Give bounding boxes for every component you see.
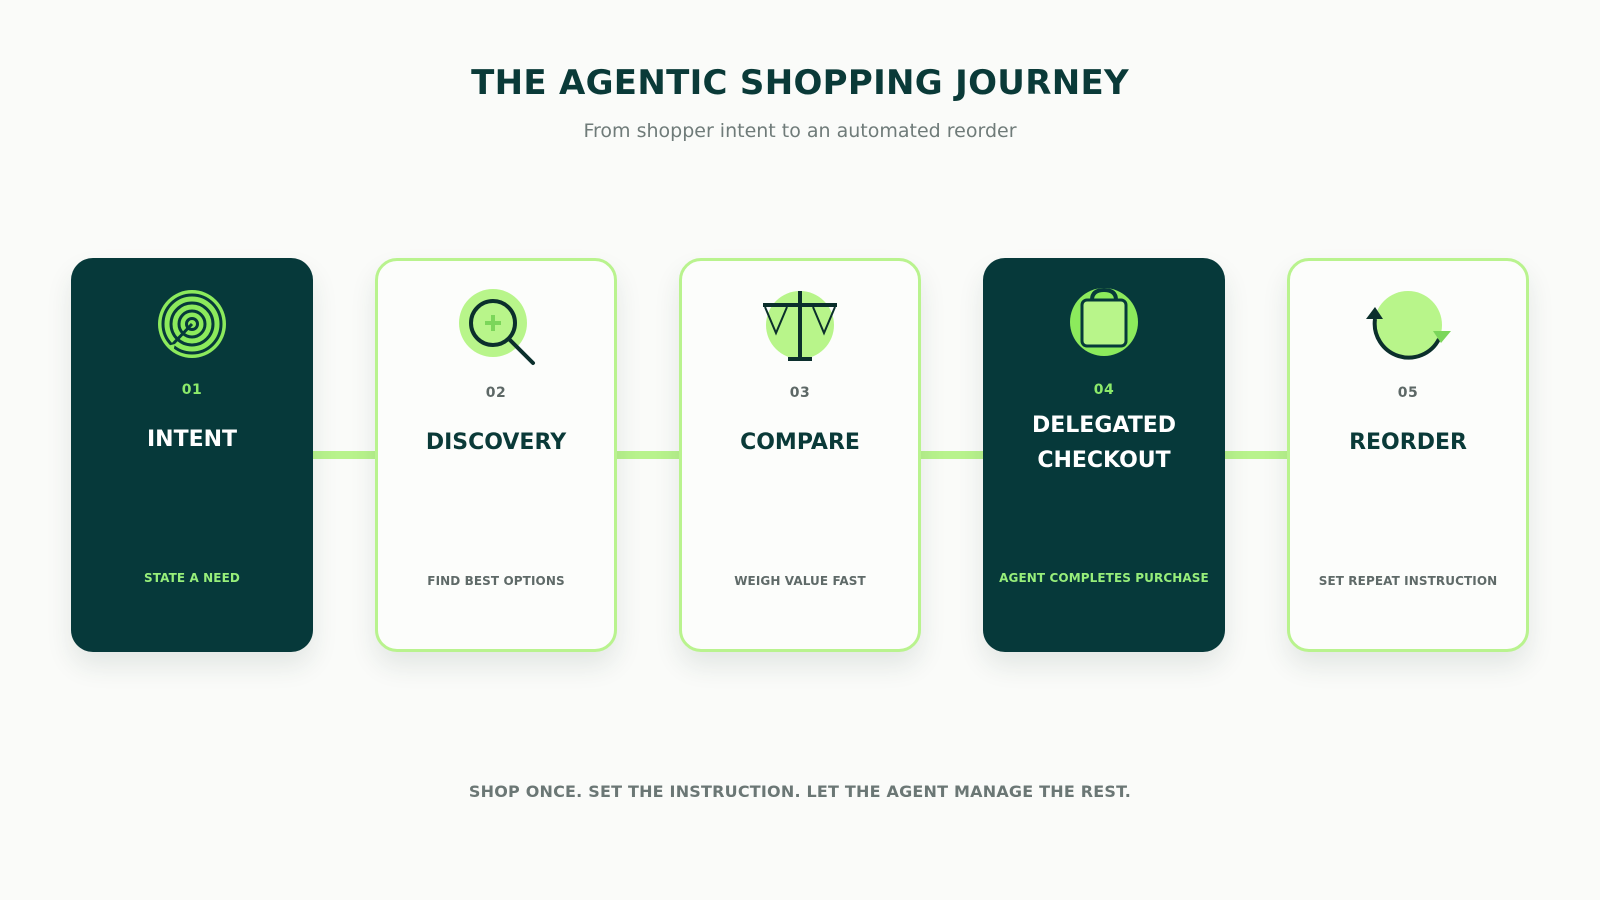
step-number: 02 <box>485 385 507 401</box>
step-title: REORDER <box>1349 430 1467 455</box>
connector-2-3 <box>617 451 681 459</box>
step-card-intent: 01 INTENT STATE A NEED <box>71 258 313 652</box>
step-tagline: SET REPEAT INSTRUCTION <box>1318 574 1498 588</box>
step-title: COMPARE <box>740 430 860 455</box>
target-icon <box>158 290 226 358</box>
connector-3-4 <box>921 451 985 459</box>
step-number: 05 <box>1397 385 1419 401</box>
step-card-delegated-checkout: 04 DELEGATED CHECKOUT AGENT COMPLETES PU… <box>983 258 1225 652</box>
step-tagline: STATE A NEED <box>144 571 240 585</box>
step-number: 04 <box>1093 382 1115 398</box>
step-tagline: FIND BEST OPTIONS <box>427 574 565 588</box>
shopping-bag-icon <box>1070 287 1138 356</box>
connector-4-5 <box>1225 451 1289 459</box>
magnifier-icon <box>459 289 535 365</box>
step-card-compare: 03 COMPARE WEIGH VALUE FAST <box>679 258 921 652</box>
footer-tagline: SHOP ONCE. SET THE INSTRUCTION. LET THE … <box>468 782 1132 801</box>
step-title: DISCOVERY <box>425 430 567 455</box>
scale-icon <box>763 291 837 361</box>
step-tagline: WEIGH VALUE FAST <box>734 574 866 588</box>
step-number: 03 <box>789 385 811 401</box>
step-card-discovery: 02 DISCOVERY FIND BEST OPTIONS <box>375 258 617 652</box>
connector-1-2 <box>313 451 377 459</box>
step-title: DELEGATED CHECKOUT <box>1031 413 1176 473</box>
page-title: THE AGENTIC SHOPPING JOURNEY <box>471 63 1129 103</box>
step-number: 01 <box>181 382 203 398</box>
step-title: INTENT <box>146 427 238 452</box>
step-tagline: AGENT COMPLETES PURCHASE <box>999 571 1209 585</box>
refresh-icon <box>1366 291 1451 360</box>
step-card-reorder: 05 REORDER SET REPEAT INSTRUCTION <box>1287 258 1529 652</box>
page-subtitle: From shopper intent to an automated reor… <box>583 120 1017 142</box>
